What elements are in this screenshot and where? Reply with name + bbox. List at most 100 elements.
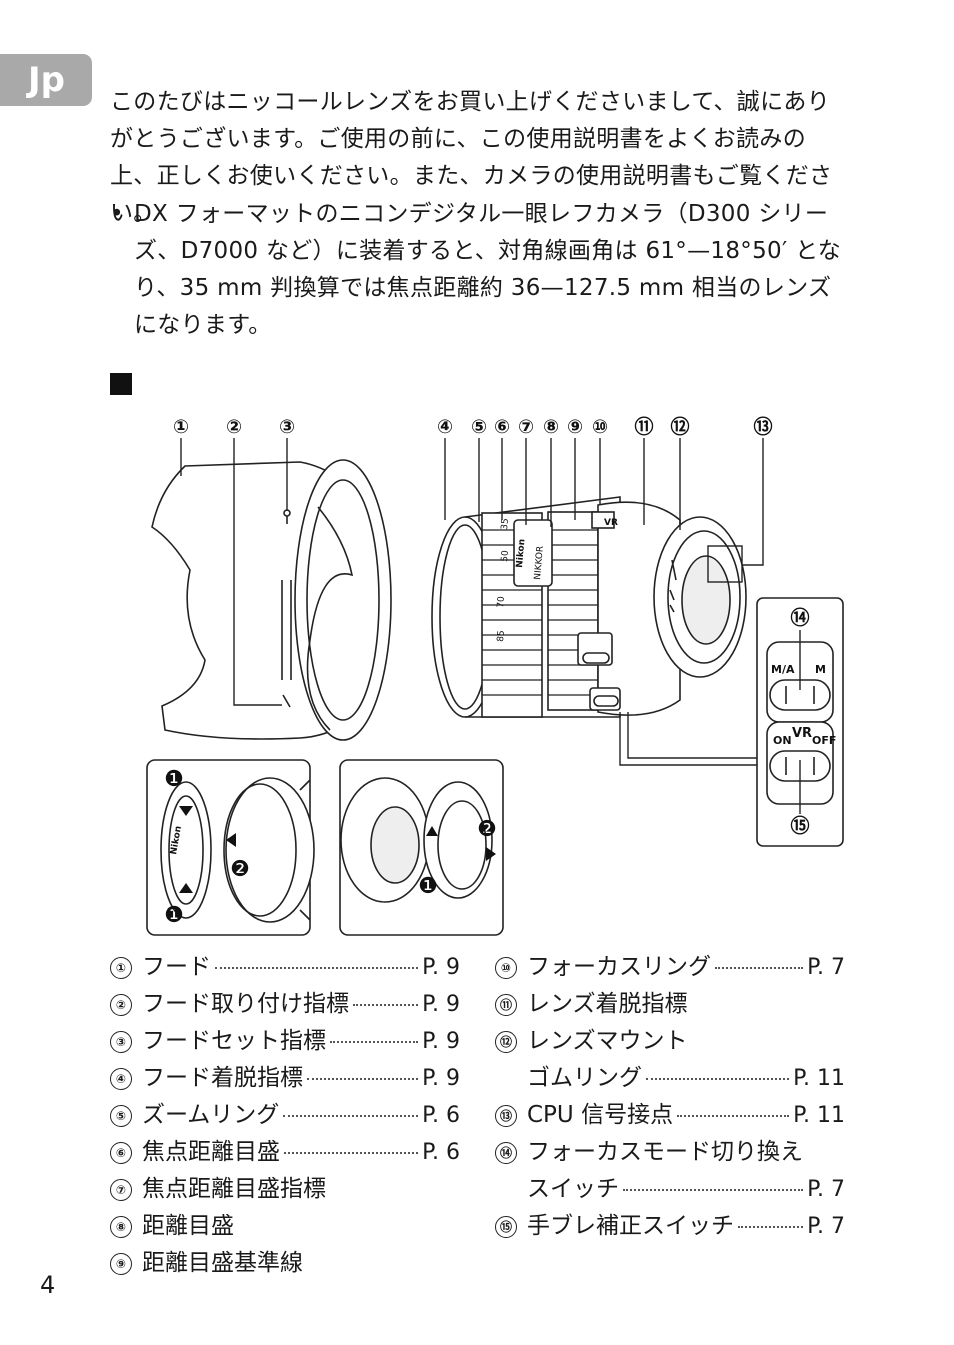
callout-6: ⑥ [494,416,510,438]
part-item: ⑪ レンズ着脱指標 [495,984,845,1021]
cap-arrows [179,806,496,893]
callout-4: ④ [437,416,453,438]
callout-3: ③ [279,416,295,438]
part-page-ref: P. 6 [422,1103,460,1128]
callout-13: ⑬ [753,415,772,438]
part-page-ref: P. 7 [807,1214,845,1239]
part-number: ⑥ [110,1142,132,1164]
cap-step-2-rear: ❷ [477,817,497,842]
part-item: ⑥ 焦点距離目盛 P. 6 [110,1132,460,1169]
callout-9: ⑨ [567,416,583,438]
lens-cap-inset-rear [339,759,504,936]
part-label: フード [142,954,211,980]
callout-10: ⑩ [592,416,608,438]
part-number: ① [110,957,132,979]
part-page-ref: P. 9 [422,992,460,1017]
cap-step-1-bottom: ❶ [164,903,184,928]
focal-mark-70: 70 [496,596,507,609]
part-item: ⑭ フォーカスモード切り換え スイッチ P. 7 [495,1132,845,1206]
part-number: ⑧ [110,1216,132,1238]
focal-mark-85: 85 [496,630,507,642]
lens-vr-badge: VR [604,518,618,528]
focal-mark-50: 50 [500,550,511,563]
part-item: ⑮ 手ブレ補正スイッチ P. 7 [495,1206,845,1243]
lens-cap-inset-front [146,759,315,936]
callout-12: ⑫ [670,415,689,438]
cap-step-1-top: ❶ [164,767,184,792]
vr-switch-left-label: ON [773,734,792,747]
part-page-ref: P. 9 [422,1066,460,1091]
part-label: フードセット指標 [142,1028,326,1054]
part-item: ⑫ レンズマウント ゴムリング P. 11 [495,1021,845,1095]
part-number: ⑭ [495,1142,517,1164]
part-page-ref: P. 9 [422,1029,460,1054]
language-tab: Jp [0,54,92,106]
part-label: レンズ着脱指標 [527,991,688,1017]
part-number: ⑪ [495,994,517,1016]
vr-switch-right-label: OFF [812,734,836,747]
cap-step-2-front: ❷ [230,857,250,882]
part-item: ⑦ 焦点距離目盛指標 [110,1169,460,1206]
part-label: レンズマウント [527,1028,688,1054]
lens-brand-mark: Nikon [515,539,527,569]
part-label: 距離目盛 [142,1213,234,1239]
cap-step-1-rear: ❶ [418,874,438,899]
front-cap-brand: Nikon [169,825,184,855]
page-number: 4 [40,1271,56,1299]
callout-7: ⑦ [518,416,534,438]
part-number: ② [110,994,132,1016]
focus-switch-left-label: M/A [771,663,795,676]
section-marker [110,373,132,395]
part-label: 焦点距離目盛指標 [142,1176,326,1202]
part-label: 焦点距離目盛 [142,1139,280,1165]
callout-8: ⑧ [543,416,559,438]
part-item: ⑧ 距離目盛 [110,1206,460,1243]
part-label: CPU 信号接点 [527,1102,674,1128]
part-page-ref: P. 11 [793,1066,845,1091]
vr-switch-title: VR [792,726,812,741]
part-label-continued: スイッチ [527,1176,619,1202]
part-number: ③ [110,1031,132,1053]
part-number: ⑬ [495,1105,517,1127]
callout-14: ⑭ [790,606,809,629]
callout-1: ① [173,416,189,438]
parts-list-right: ⑩ フォーカスリング P. 7 ⑪ レンズ着脱指標 ⑫ レンズマウント ゴムリング P. … [495,947,845,1243]
callout-leaders [180,438,764,766]
lens-parts-figure: ① ② ③ ④ ⑤ ⑥ ⑦ ⑧ ⑨ ⑩ ⑪ ⑫ ⑬ ⑭ ⑮ M/A M VR O… [146,415,844,936]
part-item: ② フード取り付け指標 P. 9 [110,984,460,1021]
part-label: フード取り付け指標 [142,991,349,1017]
part-item: ④ フード着脱指標 P. 9 [110,1058,460,1095]
part-page-ref: P. 11 [793,1103,845,1128]
lens-model-mark: NIKKOR [533,545,546,580]
part-number: ⑦ [110,1179,132,1201]
part-number: ⑮ [495,1216,517,1238]
part-item: ⑬ CPU 信号接点 P. 11 [495,1095,845,1132]
part-number: ⑤ [110,1105,132,1127]
part-page-ref: P. 9 [422,955,460,980]
part-number: ⑩ [495,957,517,979]
focal-mark-35: 35 [500,518,511,530]
callout-2: ② [226,416,242,438]
part-label: 手ブレ補正スイッチ [527,1213,734,1239]
part-label: フォーカスモード切り換え [527,1139,803,1165]
part-number: ⑫ [495,1031,517,1053]
part-label-continued: ゴムリング [527,1065,642,1091]
callout-15: ⑮ [790,814,809,837]
part-page-ref: P. 7 [807,955,845,980]
part-number: ④ [110,1068,132,1090]
part-item: ③ フードセット指標 P. 9 [110,1021,460,1058]
dx-format-note: • DX フォーマットのニコンデジタル一眼レフカメラ（D300 シリーズ、D70… [110,196,850,344]
part-number: ⑨ [110,1253,132,1275]
callout-11: ⑪ [634,415,653,438]
callout-5: ⑤ [471,416,487,438]
part-label: フォーカスリング [527,954,711,980]
part-page-ref: P. 6 [422,1140,460,1165]
part-page-ref: P. 7 [807,1177,845,1202]
part-item: ⑩ フォーカスリング P. 7 [495,947,845,984]
switch-detail-panel [756,597,844,847]
bullet-mark: • [110,201,124,227]
part-label: フード着脱指標 [142,1065,303,1091]
focus-switch-right-label: M [815,663,826,676]
